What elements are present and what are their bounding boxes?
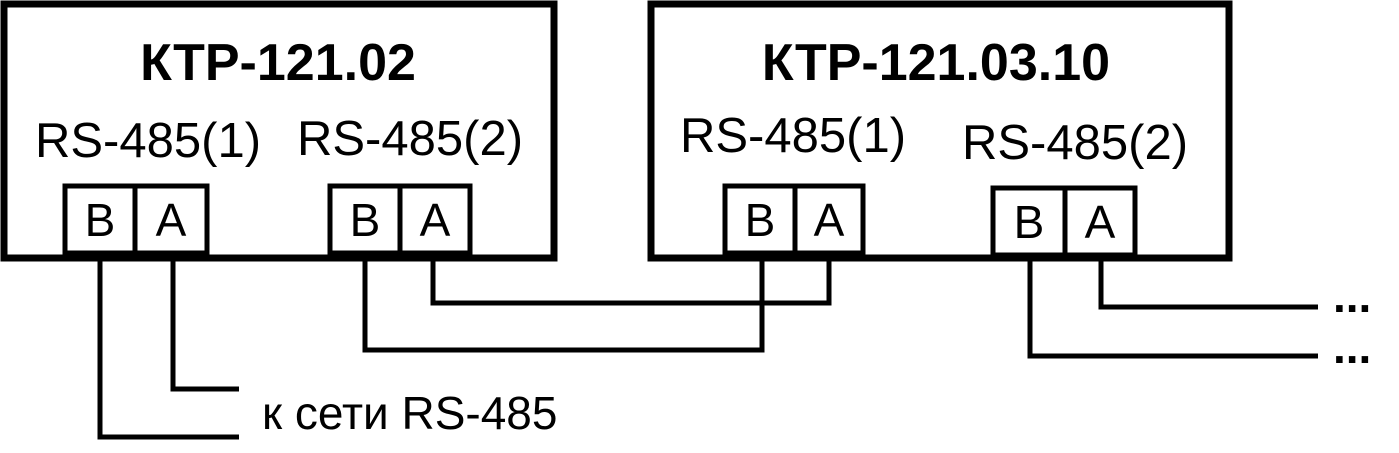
device-ktr-121-03-10: КТР-121.03.10 RS-485(1) RS-485(2) B A B …: [647, 0, 1233, 262]
device-2-port-1-label: RS-485(1): [680, 109, 906, 163]
device-1-terminal-a1-label: A: [156, 194, 187, 246]
device-2-terminal-b2-label: B: [1014, 196, 1045, 248]
device-2-terminal-a1-label: A: [814, 194, 845, 246]
wire-device-2-b2-continuation: [1027, 260, 1318, 359]
wire-device-2-a2-continuation: [1098, 260, 1318, 310]
device-1-port-2-label: RS-485(2): [297, 112, 523, 166]
continuation-dots-lower: ...: [1333, 321, 1371, 373]
device-2-terminal-b1-label: B: [745, 194, 776, 246]
device-1-title: КТР-121.02: [140, 34, 416, 92]
device-1-terminal-b2-label: B: [350, 194, 381, 246]
device-1-frame: [0, 0, 558, 262]
wire-a-link: [430, 260, 832, 306]
device-ktr-121-02: КТР-121.02 RS-485(1) RS-485(2) B A B A: [0, 0, 558, 262]
device-2-title: КТР-121.03.10: [762, 34, 1110, 92]
network-label: к сети RS-485: [262, 387, 557, 439]
device-2-terminal-a2: [1062, 185, 1138, 258]
wiring: [97, 260, 1318, 440]
device-2-port-2-label: RS-485(2): [962, 116, 1188, 170]
device-1-terminal-a2: [397, 183, 473, 256]
device-1-port-1-label: RS-485(1): [35, 114, 261, 168]
wire-device-1-a1-network: [170, 260, 239, 392]
device-2-terminal-a1: [792, 183, 866, 256]
wire-device-1-b1-network: [97, 260, 239, 440]
device-1-terminal-a2-label: A: [420, 194, 451, 246]
device-1-terminal-b1-label: B: [85, 194, 116, 246]
device-2-terminal-a2-label: A: [1085, 196, 1116, 248]
continuation-dots-upper: ...: [1333, 270, 1371, 322]
device-1-terminal-a1: [132, 183, 210, 256]
device-2-frame: [647, 0, 1233, 262]
